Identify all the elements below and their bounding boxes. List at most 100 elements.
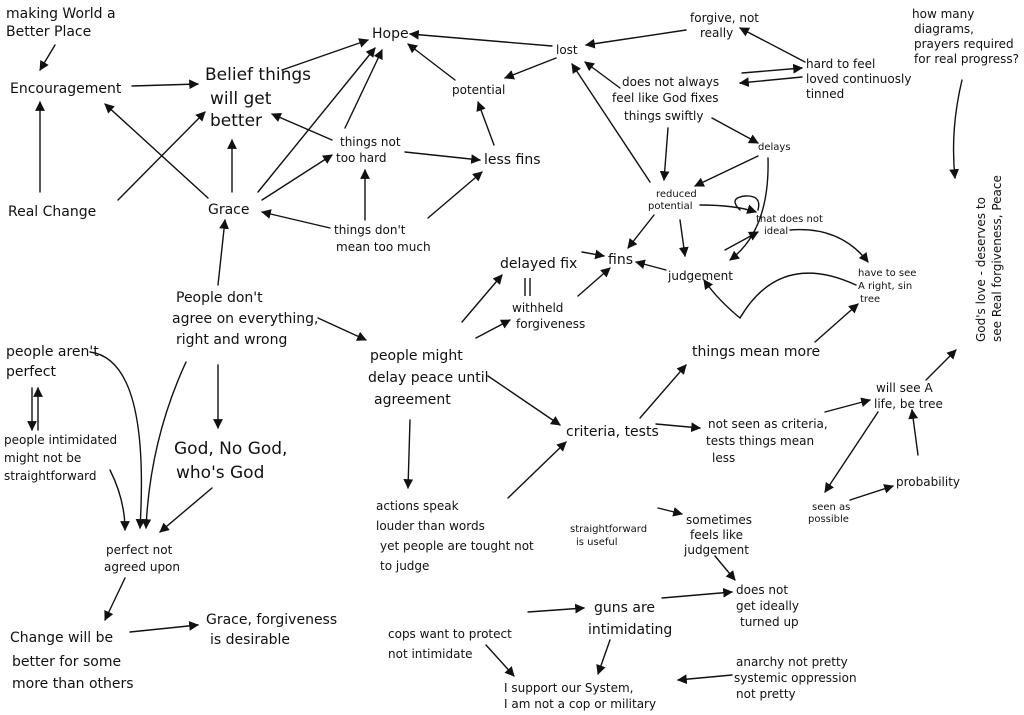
edge-people-delay-to-withheld — [475, 319, 511, 339]
node-intimidated: people intimidated might not be straight… — [4, 433, 121, 483]
edge-encouragement-to-belief — [131, 79, 199, 90]
edge-reduced-to-fins — [627, 214, 655, 249]
node-grace: Grace — [208, 202, 250, 218]
node-fins: fins — [608, 252, 633, 268]
edge-people-dont-agree-to-perfect-not — [141, 361, 187, 529]
edge-potential-to-hope — [407, 43, 456, 81]
node-delays: delays — [758, 142, 791, 153]
edge-not-ideal-loop — [734, 195, 760, 211]
node-less-fins: less fins — [484, 152, 541, 168]
edge-not-seen-to-will-see — [824, 397, 871, 413]
edge-straightforward-to-sometimes — [657, 507, 683, 517]
node-real-change: Real Change — [8, 204, 96, 220]
edge-delayed-fix-to-fins — [581, 249, 605, 260]
edge-hard-to-feel-to-forgive — [739, 27, 806, 63]
node-judgement: judgement — [667, 269, 733, 283]
edge-grace-to-encouragement — [104, 103, 209, 199]
node-anarchy: anarchy not pretty systemic oppression n… — [734, 655, 860, 701]
edge-things-mean-more-to-have-to-see — [814, 303, 859, 343]
edge-criteria-to-things-mean-more — [639, 364, 687, 419]
edge-god-to-perfect-not — [159, 487, 213, 533]
node-sometimes: sometimes feels like judgement — [683, 513, 756, 557]
node-belief: Belief things will get better — [205, 65, 316, 131]
edge-reduced-to-not-ideal — [699, 204, 757, 214]
node-things-mean-more: things mean more — [692, 344, 820, 360]
node-people-delay: people might delay peace until agreement — [368, 348, 493, 408]
edge-will-see-to-seen-possible — [824, 411, 879, 493]
edge-things-not-hard-to-less-fins — [404, 151, 481, 164]
edge-belief-to-hope — [281, 38, 369, 71]
node-actions: actions speak louder than words yet peop… — [376, 499, 538, 573]
node-how-many: how many diagrams, prayers required for … — [912, 7, 1019, 66]
edge-forgive-to-lost — [585, 29, 687, 49]
edge-not-ideal-to-have-to-see — [789, 228, 869, 263]
edge-people-delay-to-delayed-fix — [461, 274, 503, 323]
edge-how-many-to-gods-love — [949, 79, 963, 179]
edge-people-dont-agree-to-grace — [217, 219, 229, 286]
edge-sometimes-to-not-turned-up — [714, 555, 736, 581]
edge-not-god-fixes-to-hard-to-feel — [741, 63, 803, 74]
node-encouragement: Encouragement — [10, 81, 122, 97]
edge-guns-to-support — [596, 639, 611, 675]
edge-people-arent-to-perfect-not — [89, 351, 146, 529]
edge-delays-to-reduced — [694, 155, 759, 187]
node-reduced: reduced potential — [648, 189, 700, 212]
edge-things-dont-mean-to-grace — [261, 209, 331, 229]
node-delayed-fix: delayed fix — [500, 256, 577, 272]
edge-hard-to-feel-to-not-god-fixes — [739, 76, 803, 88]
edge-anarchy-to-support — [677, 674, 733, 685]
edge-judgement-to-not-ideal — [724, 231, 759, 251]
edge-making-world-to-encouragement — [39, 44, 56, 71]
node-hard-to-feel: hard to feel loved continuosly tinned — [806, 57, 915, 101]
node-not-god-fixes: does not always feel like God fixes thin… — [612, 75, 723, 123]
edge-delays-to-judgement — [729, 157, 769, 261]
edge-not-god-fixes-to-lost — [584, 61, 621, 89]
node-potential: potential — [452, 83, 505, 97]
node-probability: probability — [896, 475, 960, 489]
edge-change-to-grace-forgiveness — [129, 621, 199, 633]
edge-grace-to-hope — [257, 47, 376, 193]
node-things-dont-mean: things don't mean too much — [334, 223, 431, 254]
edge-cops-to-support — [485, 644, 515, 677]
edge-grace-to-things-not-hard — [261, 154, 333, 201]
edge-intimidated-to-perfect-not — [109, 469, 130, 531]
edge-people-dont-agree-to-people-delay — [317, 317, 367, 341]
edge-not-god-fixes-to-reduced — [659, 127, 670, 181]
node-things-not-hard: things not too hard — [336, 135, 404, 165]
edge-reduced-to-lost — [571, 63, 651, 183]
node-lost: lost — [556, 43, 578, 57]
node-seen-possible: seen as possible — [808, 502, 854, 525]
node-guns: guns are intimidating — [588, 600, 672, 638]
edge-have-to-see-loop-to-judgement — [703, 272, 857, 320]
edge-guns-to-not-turned-up — [661, 587, 733, 599]
edge-will-see-to-gods-love — [925, 349, 957, 381]
edge-lost-to-potential — [504, 57, 557, 80]
node-change-better: Change will be better for some more than… — [10, 630, 134, 692]
node-straightforward: straightforward is useful — [570, 524, 650, 548]
node-not-seen-criteria: not seen as criteria, tests things mean … — [706, 417, 832, 465]
node-forgive: forgive, not really — [690, 11, 763, 40]
edge-not-god-fixes-to-delays — [711, 117, 759, 144]
edge-reduced-to-judgement — [678, 219, 689, 257]
nodes: making World a Better Place Encouragemen… — [4, 6, 1019, 711]
node-gods-love: God's love - deserves to see Real forgiv… — [974, 175, 1004, 342]
edge-criteria-to-not-seen — [655, 422, 701, 433]
edge-perfect-not-to-change — [104, 577, 126, 621]
node-not-ideal: that does not ideal — [756, 214, 826, 237]
node-hope: Hope — [372, 26, 409, 42]
node-people-arent: people aren't perfect — [6, 344, 103, 380]
edge-seen-possible-to-probability — [849, 484, 894, 501]
edge-people-delay-to-actions — [403, 419, 414, 489]
node-people-dont-agree: People don't agree on everything, right … — [172, 290, 323, 348]
node-not-turned-up: does not get ideally turned up — [736, 583, 803, 629]
edge-cops-to-guns — [527, 603, 585, 614]
edge-actions-to-criteria — [507, 441, 567, 499]
node-will-see-life: will see A life, be tree — [874, 381, 943, 411]
edge-things-not-hard-to-hope — [344, 49, 383, 129]
edge-judgement-to-fins — [635, 259, 667, 271]
node-criteria: criteria, tests — [566, 424, 659, 440]
edge-withheld-to-fins — [577, 267, 611, 297]
edge-things-not-hard-to-belief — [271, 113, 333, 141]
node-have-to-see: have to see A right, sin tree — [858, 268, 920, 305]
